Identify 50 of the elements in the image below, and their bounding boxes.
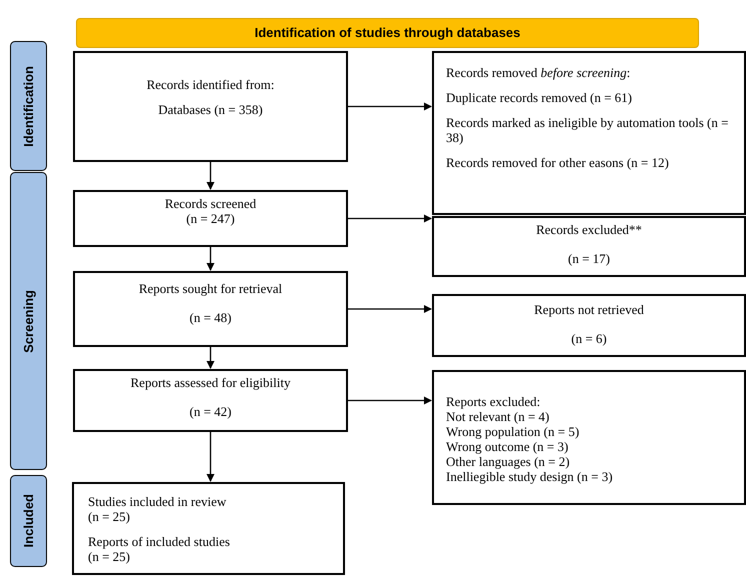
- box-text: Databases (n = 358): [158, 102, 263, 117]
- process-box: [73, 51, 348, 162]
- process-box: [73, 190, 348, 247]
- process-box: [432, 51, 746, 215]
- arrow: [206, 162, 214, 190]
- process-box: [432, 370, 746, 505]
- phase-tab: [10, 172, 47, 470]
- arrow: [206, 347, 214, 369]
- box-text: Inelliegible study design (n = 3): [446, 469, 613, 484]
- phase-label: Included: [20, 494, 37, 548]
- phase-tab: [10, 41, 47, 171]
- arrow: [348, 305, 432, 313]
- phase-label: Identification: [20, 66, 37, 146]
- phase-label: Screening: [20, 290, 37, 352]
- box-text: Reports not retrieved: [534, 302, 644, 317]
- box-text: Reports excluded:: [446, 394, 540, 409]
- arrow: [348, 214, 432, 222]
- header-band: Identification of studies through databases: [76, 18, 699, 48]
- box-text: Reports of included studies: [88, 534, 230, 549]
- box-text: Records marked as ineligible by automation tools (n = 38): [446, 115, 730, 145]
- arrow: [348, 102, 432, 110]
- box-text: Records removed for other easons (n = 12): [446, 155, 669, 170]
- process-box: [73, 369, 348, 432]
- box-text: Records screened: [164, 196, 256, 211]
- arrow: [206, 247, 214, 271]
- box-text: Duplicate records removed (n = 61): [446, 90, 632, 105]
- arrow: [206, 432, 214, 482]
- arrow: [348, 396, 432, 404]
- box-text: Wrong outcome (n = 3): [446, 439, 568, 454]
- box-text: (n = 17): [568, 251, 610, 266]
- box-text: Other languages (n = 2): [446, 454, 570, 469]
- box-text: Records excluded**: [536, 222, 642, 237]
- box-text: Records removed before screening:: [446, 65, 630, 80]
- process-box: [73, 271, 348, 347]
- box-text: Reports sought for retrieval: [138, 281, 282, 296]
- box-text: Wrong population (n = 5): [446, 424, 580, 439]
- phase-tab: [10, 475, 47, 567]
- box-text: (n = 42): [190, 404, 232, 419]
- box-text: Reports assessed for eligibility: [130, 375, 290, 390]
- box-text: Not relevant (n = 4): [446, 409, 550, 424]
- box-text: (n = 247): [186, 211, 235, 226]
- box-text: Studies included in review: [88, 494, 226, 509]
- box-text: (n = 25): [88, 549, 130, 564]
- box-text: (n = 25): [88, 509, 130, 524]
- process-box: [432, 216, 746, 277]
- process-box: [72, 482, 345, 575]
- box-text: Records identified from:: [146, 77, 274, 92]
- box-text: (n = 48): [190, 310, 232, 325]
- box-text: (n = 6): [571, 331, 607, 346]
- process-box: [432, 294, 746, 357]
